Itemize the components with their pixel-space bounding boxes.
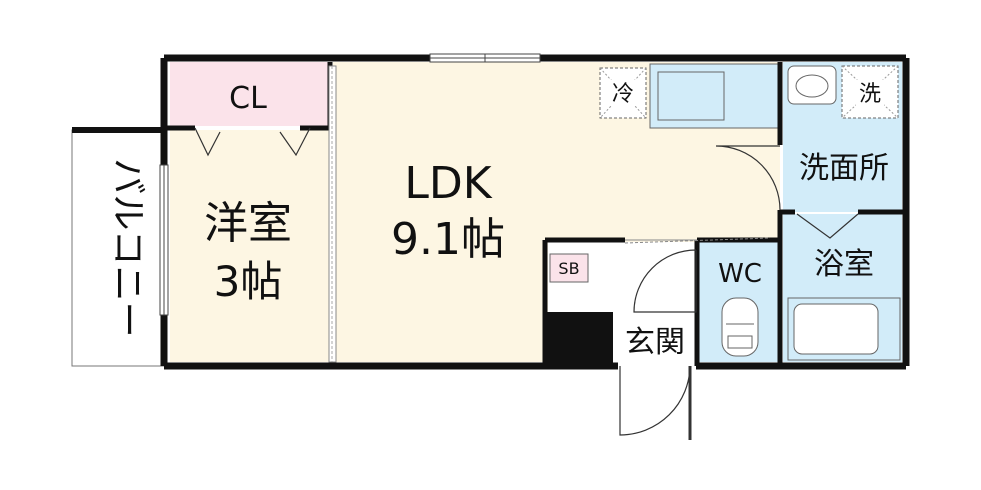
closet-floor — [170, 62, 330, 126]
bedroom-name-label: 洋室 — [204, 198, 292, 249]
kitchen-sink — [657, 71, 725, 121]
shoe-box-label-box — [549, 253, 589, 283]
bedroom-floor — [170, 130, 330, 362]
closet-doors — [194, 127, 311, 157]
entrance-label: 玄関 — [625, 325, 685, 360]
closet-label: CL — [229, 81, 267, 116]
washroom-label: 洗面所 — [799, 151, 889, 186]
fridge-label: 冷 — [612, 82, 634, 107]
washbasin — [787, 65, 837, 105]
ldk-name-label: LDK — [404, 158, 492, 209]
ldk-size-label: 9.1帖 — [391, 214, 505, 265]
shoe-box-storage — [545, 312, 613, 366]
door-swings — [619, 145, 859, 440]
toilet-label: WC — [718, 259, 762, 289]
bathtub — [787, 297, 901, 361]
washer-label: 洗 — [859, 82, 881, 107]
bedroom-size-label: 3帖 — [214, 257, 283, 306]
kitchen-counter — [649, 63, 779, 129]
shoe-box-label: SB — [558, 259, 579, 278]
toilet-fixture — [721, 297, 759, 357]
balcony-label: バルコニー — [107, 158, 148, 337]
bathroom-label: 浴室 — [814, 247, 874, 282]
